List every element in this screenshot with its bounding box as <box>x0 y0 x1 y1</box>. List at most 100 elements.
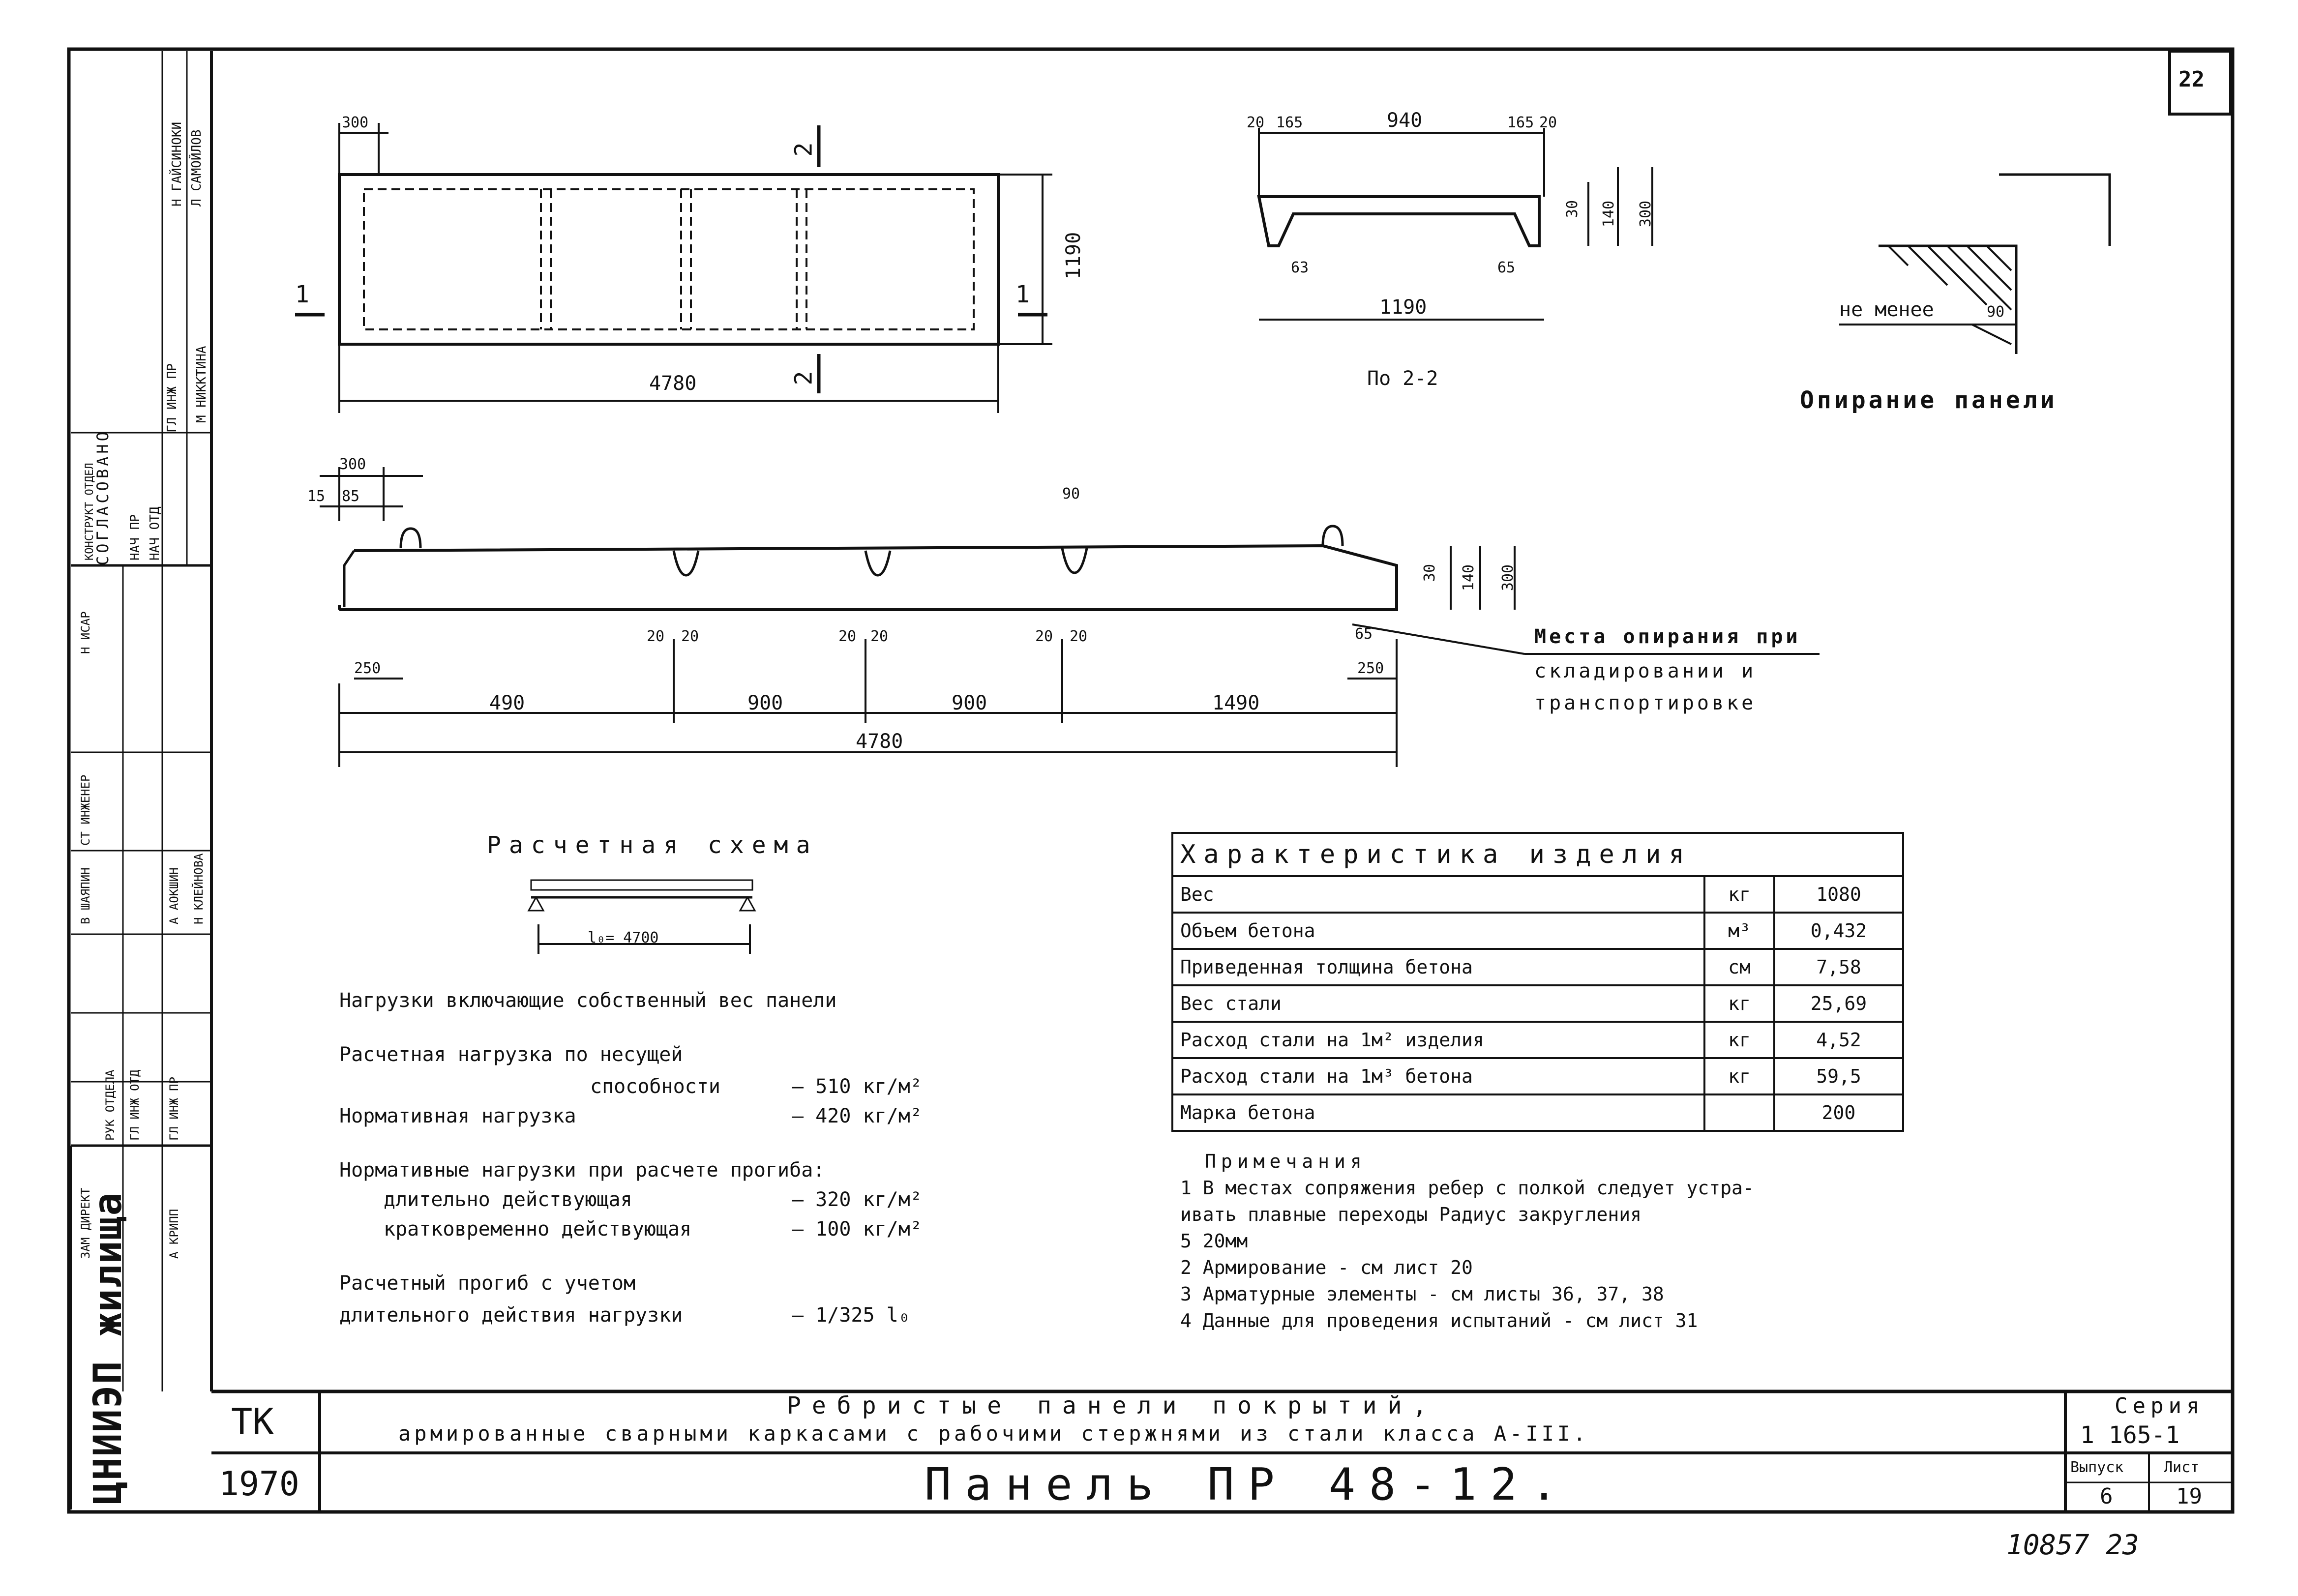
org-logo: ЦНИИЭП жилища <box>86 1191 130 1505</box>
spec-name: Расход стали на 1м² изделия <box>1171 1021 1705 1059</box>
note-line: 4 Данные для проведения испытаний - см л… <box>1180 1310 1698 1331</box>
support-note-1: Места опирания при <box>1534 625 1801 648</box>
loads-sag-label-1: Расчетный прогиб с учетом <box>339 1272 636 1295</box>
loads-sag-label-2: длительного действия нагрузки <box>339 1304 683 1327</box>
elev-rib-dim-4: 20 <box>870 628 889 645</box>
approval-role-3: ГЛ ИНЖ ПР <box>165 363 179 433</box>
sec-dim-940: 940 <box>1387 109 1423 132</box>
tb-title-2: армированные сварными каркасами с рабочи… <box>398 1421 1589 1446</box>
plan-section-mark-2-top: 2 <box>790 142 818 157</box>
tb-code: ТК <box>231 1401 274 1442</box>
elev-end-250-left: 250 <box>354 660 381 677</box>
elev-dim-90: 90 <box>1062 485 1080 502</box>
elev-end-250-right: 250 <box>1357 660 1384 677</box>
staff-role-4: ГЛ ИНЖ ПР <box>167 1076 181 1141</box>
approval-name-2: Л САМОЙЛОВ <box>189 129 204 207</box>
elev-dim-85: 85 <box>342 488 360 505</box>
sec-dim-165-left: 165 <box>1276 114 1303 131</box>
spec-value: 0,432 <box>1773 912 1904 950</box>
spec-unit: кг <box>1703 1057 1775 1095</box>
loads-long-val: — 320 кг/м² <box>792 1188 922 1211</box>
spec-name: Объем бетона <box>1171 912 1705 950</box>
spec-name: Приведенная толщина бетона <box>1171 948 1705 986</box>
staff-name-2: В ШАЯПИН <box>79 867 92 924</box>
tb-series-label: Серия <box>2115 1393 2205 1419</box>
support-caption: Опирание панели <box>1800 386 2058 414</box>
approval-title: СОГЛАСОВАНО <box>93 429 112 565</box>
elev-side-300: 300 <box>1499 564 1517 591</box>
staff-role-5: СТ ИНЖЕНЕР <box>79 774 92 846</box>
sec-dim-300: 300 <box>1637 200 1655 228</box>
elevation-view <box>320 467 1820 767</box>
tb-issue: 6 <box>2100 1484 2113 1509</box>
spec-unit: кг <box>1703 984 1775 1023</box>
elev-total: 4780 <box>856 730 903 753</box>
plan-dim-length: 4780 <box>649 372 697 395</box>
plan-dim-300: 300 <box>342 114 369 131</box>
spec-unit <box>1703 1094 1775 1132</box>
sheet-number: 22 <box>2179 67 2205 92</box>
loads-defl-header: Нормативные нагрузки при расчете прогиба… <box>339 1159 825 1182</box>
note-line: 2 Армирование - см лист 20 <box>1180 1257 1473 1278</box>
elev-span-900-b: 900 <box>952 692 987 714</box>
spec-unit: кг <box>1703 875 1775 914</box>
staff-role-6: Н ИСАР <box>79 611 92 654</box>
loads-long-label: длительно действующая <box>384 1188 632 1211</box>
scheme-title: Расчетная схема <box>487 831 818 859</box>
loads-norm-label: Нормативная нагрузка <box>339 1105 576 1127</box>
support-note-2: складировании и <box>1534 660 1757 682</box>
sec-dim-20-left: 20 <box>1247 114 1265 131</box>
sheet-number-box <box>2168 50 2232 116</box>
note-line: 1 В местах сопряжения ребер с полкой сле… <box>1180 1177 1754 1199</box>
spec-unit: кг <box>1703 1021 1775 1059</box>
loads-sag-val: — 1/325 l₀ <box>792 1304 910 1327</box>
note-line: 5 20мм <box>1180 1230 1248 1252</box>
approval-dept: КОНСТРУКТ ОТДЕЛ <box>84 463 96 561</box>
plan-section-mark-1-left: 1 <box>295 281 309 308</box>
spec-value: 4,52 <box>1773 1021 1904 1059</box>
elev-rib-dim-3: 20 <box>838 628 857 645</box>
note-line: 3 Арматурные элементы - см листы 36, 37,… <box>1180 1283 1664 1305</box>
elev-side-140: 140 <box>1460 564 1478 591</box>
staff-role-3: ГЛ ИНЖ ОТД <box>128 1069 142 1141</box>
approval-name-3: М НИККТИНА <box>194 346 209 423</box>
approval-role-2: НАЧ ОТД <box>148 506 162 561</box>
sec-dim-140: 140 <box>1600 200 1618 228</box>
approval-role-1: НАЧ ПР <box>128 514 143 561</box>
notes: Примечания 1 В местах сопряжения ребер с… <box>1180 1148 1754 1334</box>
spec-value: 1080 <box>1773 875 1904 914</box>
spec-value: 59,5 <box>1773 1057 1904 1095</box>
spec-value: 25,69 <box>1773 984 1904 1023</box>
spec-name: Марка бетона <box>1171 1094 1705 1132</box>
loads-header: Нагрузки включающие собственный вес пане… <box>339 989 837 1012</box>
support-detail <box>1839 173 2111 354</box>
scheme-span: l₀= 4700 <box>588 929 659 946</box>
elev-side-30: 30 <box>1421 563 1439 582</box>
elev-dim-300: 300 <box>339 456 366 473</box>
calc-scheme <box>527 879 756 954</box>
staff-name-3: А АОКШИН <box>167 867 181 924</box>
tb-sheet-label: Лист <box>2164 1459 2200 1476</box>
elev-dim-15: 15 <box>307 488 326 505</box>
support-dim: 90 <box>1987 303 2005 321</box>
elev-span-900-a: 900 <box>747 692 783 714</box>
tb-series: 1 165-1 <box>2080 1421 2180 1449</box>
tb-year: 1970 <box>219 1465 299 1504</box>
spec-unit: м³ <box>1703 912 1775 950</box>
loads-short-val: — 100 кг/м² <box>792 1218 922 1241</box>
sec-dim-1190: 1190 <box>1379 296 1427 319</box>
staff-name-1: А КРИПП <box>167 1209 181 1259</box>
loads-calc-val: — 510 кг/м² <box>792 1075 922 1098</box>
spec-name: Расход стали на 1м³ бетона <box>1171 1057 1705 1095</box>
sec-dim-165-right: 165 <box>1507 114 1534 131</box>
footer-ref: 10857 23 <box>2006 1529 2139 1561</box>
